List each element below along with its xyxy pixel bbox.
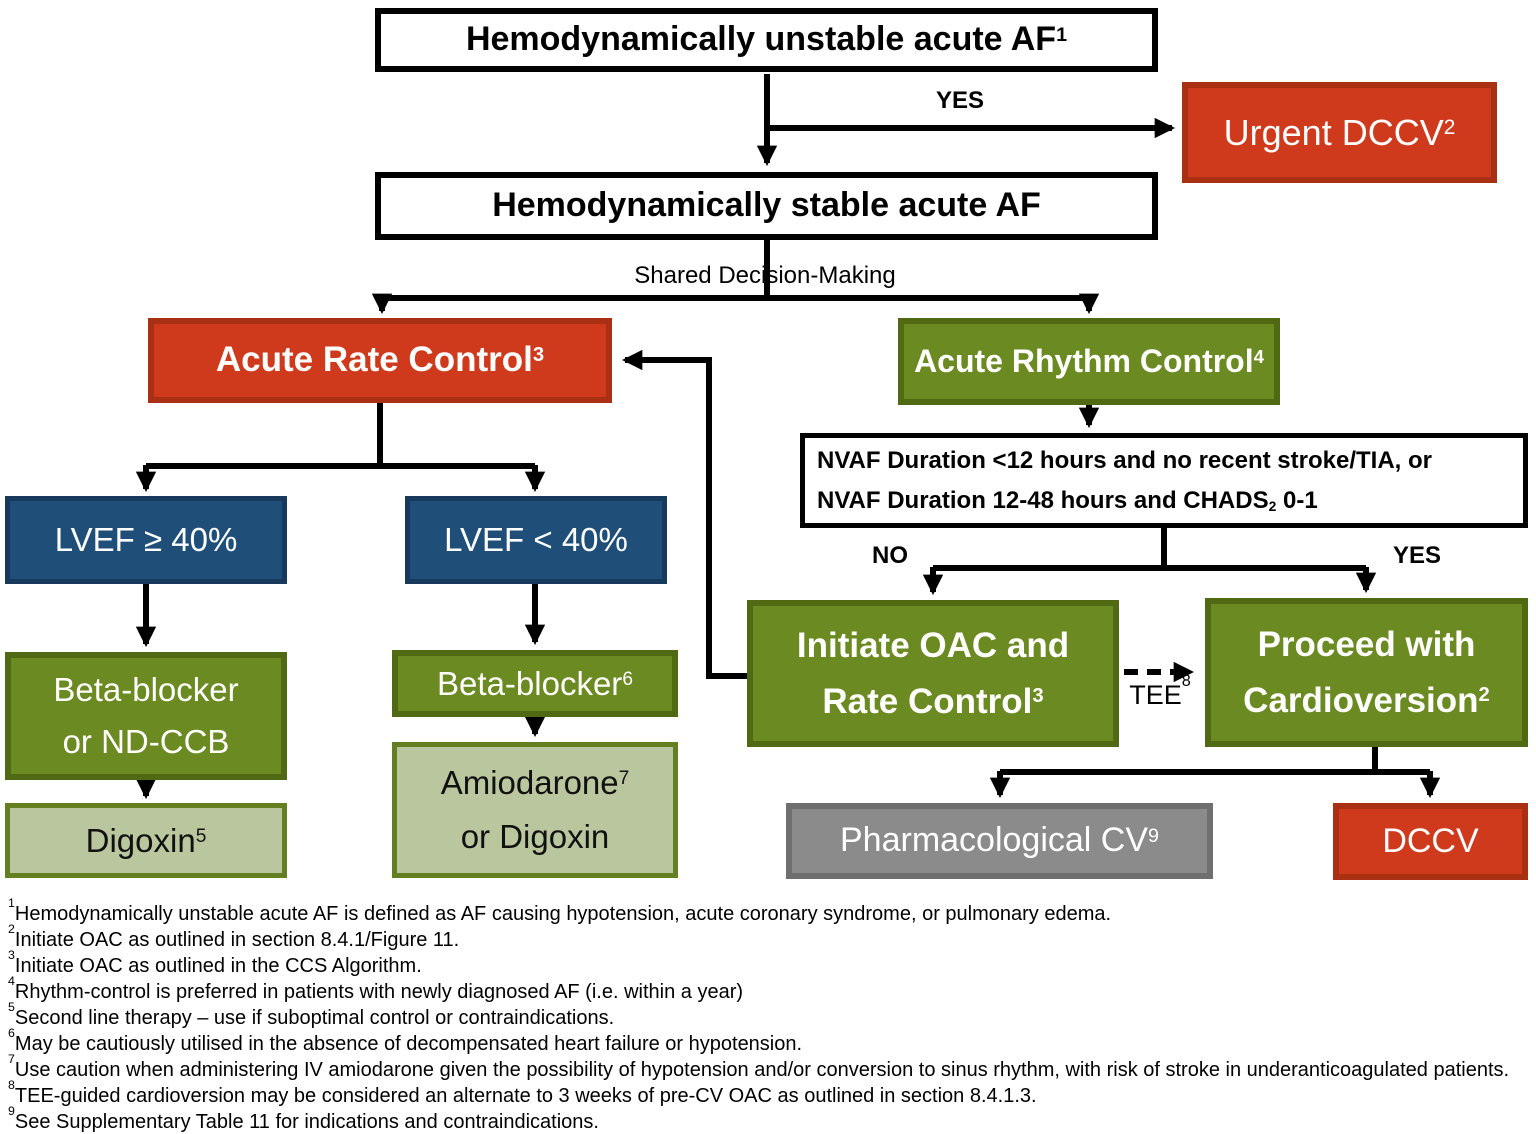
node-acute-rate-control: Acute Rate Control3: [148, 318, 612, 403]
node-urgent-dccv: Urgent DCCV2: [1182, 82, 1497, 183]
label-yes-top: YES: [935, 87, 985, 114]
node-proceed-cardioversion: Proceed with Cardioversion2: [1205, 598, 1528, 747]
footnote-9: 9See Supplementary Table 11 for indicati…: [8, 1103, 599, 1133]
footnote-4: 4Rhythm-control is preferred in patients…: [8, 973, 744, 1003]
nvaf-line1: NVAF Duration <12 hours and no recent st…: [817, 446, 1432, 474]
line-cardioversion-split: [1000, 747, 1430, 775]
node-digoxin: Digoxin5: [5, 803, 287, 878]
node-stable-af: Hemodynamically stable acute AF: [375, 172, 1158, 240]
line-nvaf-split: [933, 528, 1366, 571]
footnote-8: 8TEE-guided cardioversion may be conside…: [8, 1077, 1037, 1107]
node-acute-rhythm-control: Acute Rhythm Control4: [898, 318, 1280, 405]
arrow-initiate-oac-to-rate-control: [621, 349, 747, 679]
label-shared-decision-making: Shared Decision-Making: [634, 262, 896, 289]
footnotes: 1Hemodynamically unstable acute AF is de…: [8, 895, 1536, 1134]
node-beta-blocker-ndccb: Beta-blocker or ND-CCB: [5, 652, 287, 780]
footnote-7: 7Use caution when administering IV amiod…: [8, 1051, 1510, 1081]
node-unstable-af: Hemodynamically unstable acute AF1: [375, 8, 1158, 72]
label-no: NO: [872, 542, 908, 569]
footnote-5: 5Second line therapy – use if suboptimal…: [8, 999, 615, 1029]
node-nvaf-criteria: NVAF Duration <12 hours and no recent st…: [800, 433, 1528, 528]
footnote-6: 6May be cautiously utilised in the absen…: [8, 1025, 803, 1055]
line-shared-decision-split: [382, 240, 1089, 301]
node-lvef-ge-40: LVEF ≥ 40%: [5, 496, 287, 584]
node-amiodarone-digoxin: Amiodarone7 or Digoxin: [392, 742, 678, 878]
footnote-2: 2Initiate OAC as outlined in section 8.4…: [8, 921, 460, 951]
node-dccv: DCCV: [1333, 803, 1528, 880]
node-initiate-oac-rate-control: Initiate OAC and Rate Control3: [747, 600, 1119, 747]
line-lvef-split: [146, 403, 535, 469]
label-tee: TEE8: [1129, 671, 1191, 710]
node-lvef-lt-40: LVEF < 40%: [405, 496, 667, 584]
label-yes-right: YES: [1392, 542, 1442, 569]
footnote-3: 3Initiate OAC as outlined in the CCS Alg…: [8, 947, 422, 977]
nvaf-line2: NVAF Duration 12-48 hours and CHADS2 0-1: [817, 486, 1318, 514]
node-pharmacological-cv: Pharmacological CV9: [786, 803, 1213, 879]
node-beta-blocker-6: Beta-blocker6: [392, 650, 678, 717]
footnote-1: 1Hemodynamically unstable acute AF is de…: [8, 895, 1112, 925]
